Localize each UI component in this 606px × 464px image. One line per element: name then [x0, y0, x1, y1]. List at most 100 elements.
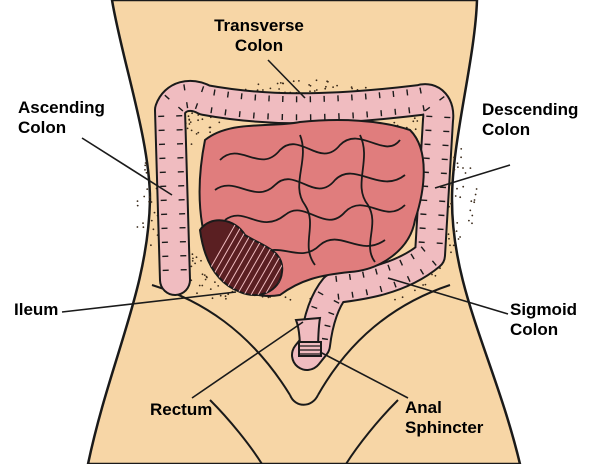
shading-dot — [199, 285, 201, 287]
shading-dot — [471, 222, 473, 224]
shading-dot — [154, 212, 156, 214]
shading-dot — [351, 88, 353, 90]
shading-dot — [197, 132, 199, 134]
shading-dot — [148, 201, 150, 203]
shading-dot — [144, 169, 146, 171]
shading-dot — [146, 172, 148, 174]
shading-dot — [298, 80, 300, 82]
shading-dot — [393, 122, 395, 124]
shading-dot — [462, 167, 464, 169]
shading-dot — [142, 222, 144, 224]
haustra-mark — [366, 94, 367, 100]
shading-dot — [196, 292, 198, 294]
shading-dot — [218, 122, 220, 124]
shading-dot — [202, 273, 204, 275]
label-anal-sphincter: Anal Sphincter — [405, 398, 483, 438]
shading-dot — [476, 188, 478, 190]
shading-dot — [137, 226, 139, 228]
shading-dot — [189, 123, 191, 125]
shading-dot — [365, 87, 367, 89]
shading-dot — [459, 236, 461, 238]
shading-dot — [217, 285, 219, 287]
shading-dot — [192, 258, 194, 260]
shading-dot — [325, 86, 327, 88]
shading-dot — [470, 200, 472, 202]
shading-dot — [453, 245, 455, 247]
haustra-mark — [187, 102, 188, 108]
haustra-mark — [367, 111, 368, 117]
label-anal-sphincter-line2: Sphincter — [405, 418, 483, 438]
shading-dot — [191, 143, 193, 145]
shading-dot — [143, 196, 145, 198]
shading-dot — [149, 196, 151, 198]
shading-dot — [194, 263, 196, 265]
haustra-mark — [228, 92, 229, 98]
shading-dot — [462, 186, 464, 188]
shading-dot — [188, 115, 190, 117]
shading-dot — [473, 201, 475, 203]
label-sigmoid-colon: Sigmoid Colon — [510, 300, 577, 340]
shading-dot — [454, 169, 456, 171]
label-transverse-colon-line1: Transverse — [200, 16, 318, 36]
shading-dot — [151, 201, 153, 203]
shading-dot — [422, 284, 424, 286]
haustra-mark — [254, 113, 255, 119]
shading-dot — [187, 127, 189, 129]
label-ascending-colon-line1: Ascending — [18, 98, 105, 118]
shading-dot — [188, 119, 190, 121]
shading-dot — [191, 266, 193, 268]
shading-dot — [456, 188, 458, 190]
shading-dot — [470, 167, 472, 169]
label-descending-colon-line1: Descending — [482, 100, 578, 120]
shading-dot — [454, 231, 456, 233]
label-ascending-colon-line2: Colon — [18, 118, 105, 138]
shading-dot — [212, 297, 214, 299]
haustra-mark — [395, 109, 396, 115]
shading-dot — [225, 295, 227, 297]
shading-dot — [453, 157, 455, 159]
shading-dot — [465, 172, 467, 174]
label-ileum: Ileum — [14, 300, 58, 320]
shading-dot — [153, 228, 155, 230]
shading-dot — [151, 220, 153, 222]
shading-dot — [200, 260, 202, 262]
shading-dot — [414, 117, 416, 119]
shading-dot — [460, 156, 462, 158]
shading-dot — [471, 215, 473, 217]
shading-dot — [150, 244, 152, 246]
shading-dot — [468, 220, 470, 222]
shading-dot — [475, 194, 477, 196]
shading-dot — [210, 288, 212, 290]
shading-dot — [456, 230, 458, 232]
shading-dot — [205, 279, 207, 281]
shading-dot — [435, 275, 437, 277]
shading-dot — [416, 120, 418, 122]
label-descending-colon: Descending Colon — [482, 100, 578, 140]
shading-dot — [137, 200, 139, 202]
shading-dot — [455, 195, 457, 197]
shading-dot — [192, 260, 194, 262]
label-transverse-colon-line2: Colon — [200, 36, 318, 56]
shading-dot — [425, 284, 427, 286]
shading-dot — [220, 295, 222, 297]
haustra-mark — [393, 91, 394, 97]
shading-dot — [202, 118, 204, 120]
shading-dot — [197, 119, 199, 121]
shading-dot — [448, 238, 450, 240]
shading-dot — [458, 238, 460, 240]
shading-dot — [460, 148, 462, 150]
shading-dot — [192, 253, 194, 255]
haustra-mark — [409, 107, 410, 113]
haustra-mark — [214, 90, 215, 96]
haustra-mark — [338, 294, 339, 300]
shading-dot — [314, 90, 316, 92]
shading-dot — [469, 210, 471, 212]
shading-dot — [143, 226, 145, 228]
shading-dot — [145, 162, 147, 164]
haustra-mark — [381, 110, 382, 116]
haustra-mark — [407, 89, 408, 95]
label-sigmoid-colon-line1: Sigmoid — [510, 300, 577, 320]
haustra-mark — [322, 339, 328, 340]
shading-dot — [190, 121, 192, 123]
